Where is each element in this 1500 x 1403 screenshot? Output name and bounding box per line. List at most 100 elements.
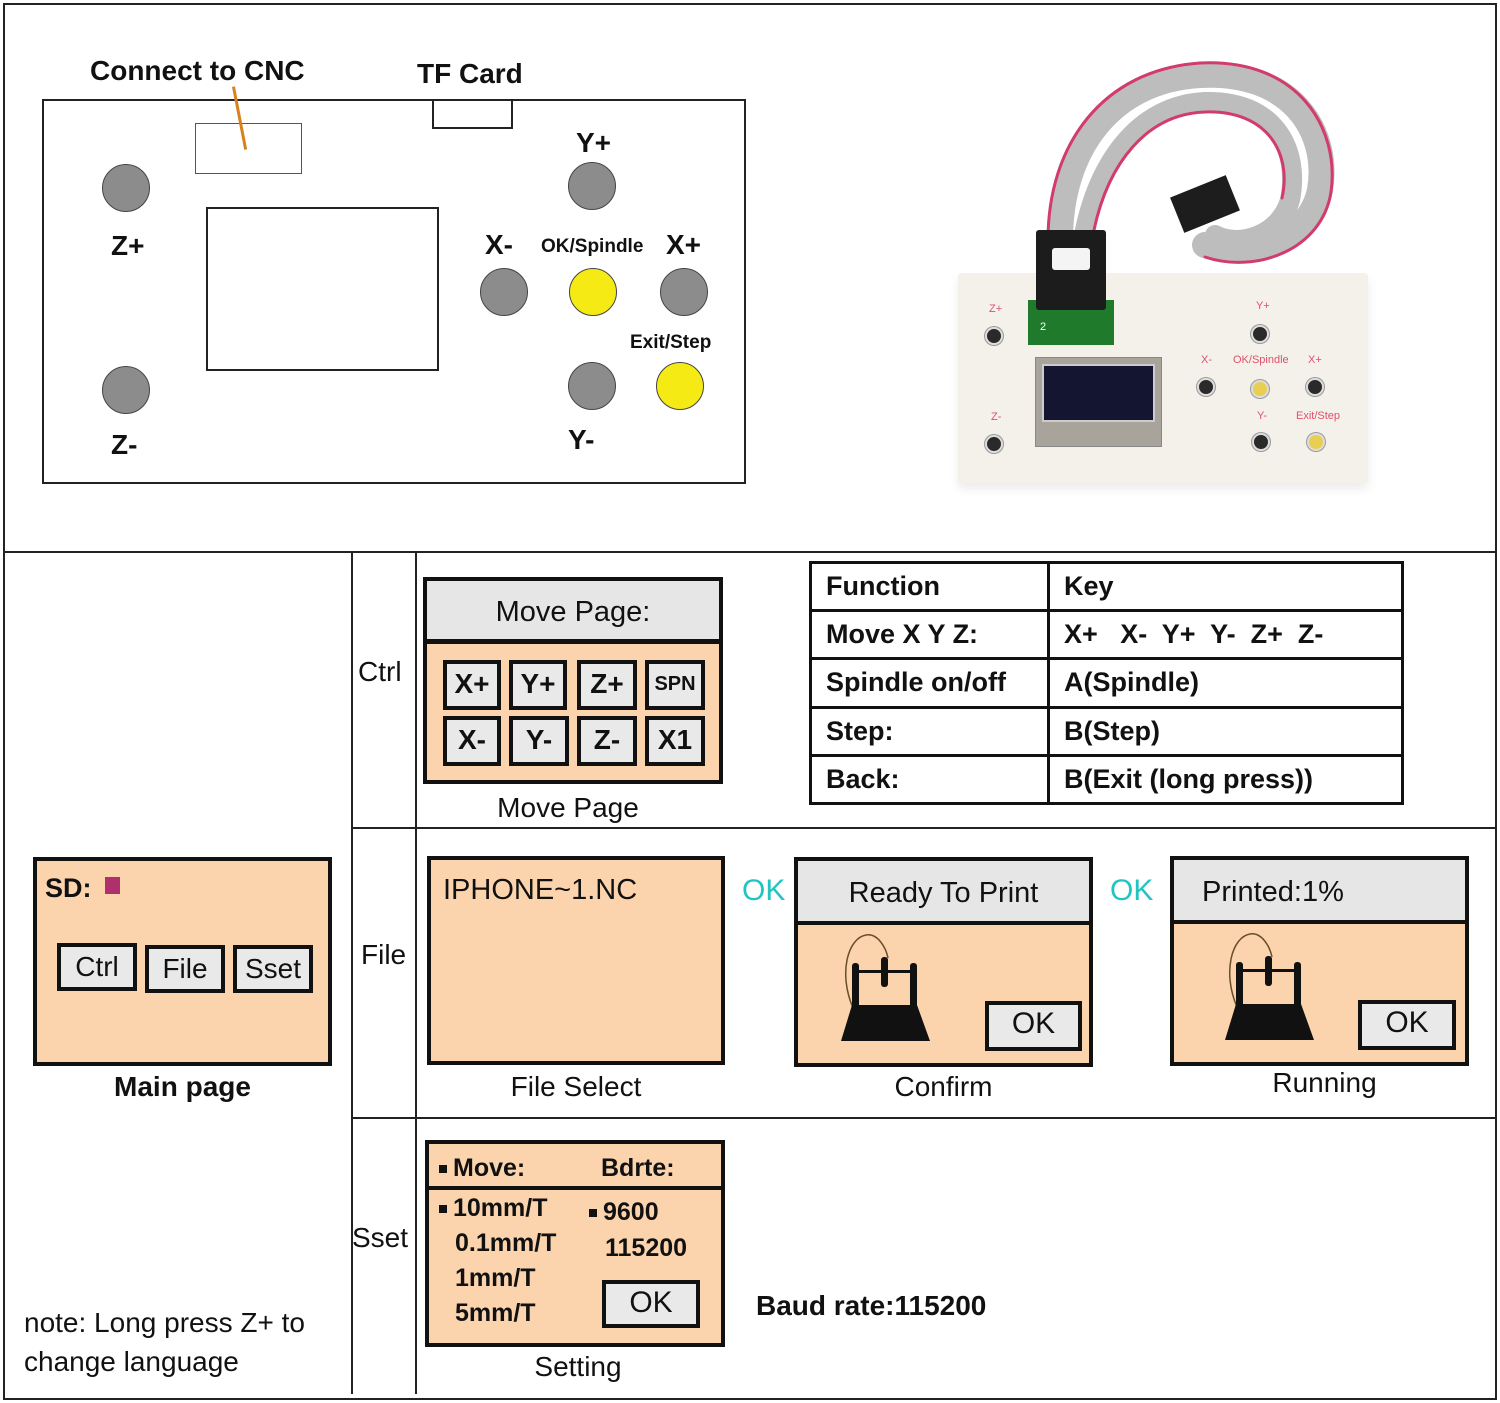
move-key-x-minus[interactable]: X-: [443, 716, 501, 766]
idc-connector: [1036, 230, 1106, 310]
move-key-z-minus[interactable]: Z-: [577, 716, 637, 766]
running-screen: Printed:1% OK: [1170, 856, 1469, 1066]
x-plus-label: X+: [666, 229, 702, 260]
main-file-button[interactable]: File: [145, 945, 225, 993]
section-divider: [3, 551, 1497, 553]
y-minus-button: [568, 362, 616, 410]
move-page-header-divider: [423, 640, 723, 644]
z-minus-button: [102, 366, 150, 414]
photo-z-minus-label: Z-: [991, 411, 1002, 423]
setting-caption: Setting: [534, 1351, 622, 1382]
main-sset-button[interactable]: Sset: [233, 945, 313, 993]
table-cell-function: Spindle on/off: [809, 657, 1050, 709]
sd-label: SD:: [45, 873, 92, 903]
ribbon-end-connector: [1170, 175, 1240, 233]
z-plus-button: [102, 164, 150, 212]
photo-z-minus-button: [985, 435, 1003, 453]
move-page-caption: Move Page: [497, 792, 639, 823]
photo-z-plus-label: Z+: [989, 303, 1003, 315]
baud-option-9600[interactable]: 9600: [589, 1198, 659, 1227]
table-row: Step: B(Step): [809, 705, 1404, 757]
ribbon-cable-image: [1046, 61, 1335, 264]
running-ok-button[interactable]: OK: [1358, 1000, 1456, 1050]
table-cell-function: Move X Y Z:: [809, 609, 1050, 661]
move-key-step-x1[interactable]: X1: [645, 716, 705, 766]
grid-line-left: [351, 553, 353, 1394]
move-option-5mm[interactable]: 5mm/T: [455, 1299, 536, 1327]
row-divider-file-sset: [351, 1117, 1497, 1119]
baud-option-115200[interactable]: 115200: [605, 1234, 688, 1262]
move-option-text: 10mm/T: [453, 1194, 548, 1222]
confirm-screen: Ready To Print OK: [794, 857, 1093, 1067]
photo-y-minus-label: Y-: [1257, 410, 1267, 422]
ok-spindle-label: OK/Spindle: [541, 236, 644, 257]
cnc-port: [195, 123, 302, 174]
x-plus-button: [660, 268, 708, 316]
y-minus-label: Y-: [568, 424, 595, 455]
z-plus-label: Z+: [111, 230, 145, 261]
move-key-spindle[interactable]: SPN: [645, 660, 705, 710]
confirm-header: Ready To Print: [798, 861, 1089, 925]
move-option-10mm[interactable]: 10mm/T: [439, 1194, 547, 1223]
selected-bullet-icon: [589, 1209, 597, 1218]
row-label-sset: Sset: [352, 1222, 409, 1253]
table-cell-key: B(Exit (long press)): [1047, 753, 1404, 806]
tf-card-slot: [432, 99, 513, 129]
table-row: Spindle on/off A(Spindle): [809, 657, 1404, 709]
function-key-table: Function Key Move X Y Z: X+ X- Y+ Y- Z+ …: [809, 560, 1404, 806]
note-line-2: change language: [24, 1346, 239, 1377]
flow-ok-label-2: OK: [1110, 874, 1154, 907]
running-progress-text: Printed:1%: [1174, 860, 1465, 924]
baud-option-text: 9600: [603, 1198, 659, 1226]
table-header-function: Function: [809, 560, 1050, 613]
setting-header-row: Move: Bdrte:: [429, 1144, 721, 1190]
x-minus-button: [480, 268, 528, 316]
z-minus-label: Z-: [111, 429, 138, 460]
move-page-header: Move Page:: [427, 581, 719, 643]
ok-spindle-button: [569, 268, 617, 316]
grid-line-right: [415, 553, 417, 1394]
move-page-screen: Move Page: X+ Y+ Z+ SPN X- Y- Z- X1: [423, 577, 723, 784]
table-cell-key: B(Step): [1047, 705, 1404, 757]
setting-ok-button[interactable]: OK: [602, 1280, 700, 1328]
y-plus-label: Y+: [576, 127, 612, 158]
setting-baud-header: Bdrte:: [601, 1154, 675, 1182]
table-cell-key: A(Spindle): [1047, 657, 1404, 709]
table-cell-function: Back:: [809, 753, 1050, 806]
confirm-caption: Confirm: [894, 1071, 993, 1102]
move-key-y-minus[interactable]: Y-: [509, 716, 569, 766]
table-cell-key: X+ X- Y+ Y- Z+ Z-: [1047, 609, 1404, 661]
sd-status-indicator: [105, 877, 120, 894]
main-page-caption: Main page: [114, 1071, 251, 1102]
move-option-0-1mm[interactable]: 0.1mm/T: [455, 1229, 557, 1257]
controller-board-outline: [42, 99, 746, 484]
move-key-x-plus[interactable]: X+: [443, 660, 501, 710]
move-option-1mm[interactable]: 1mm/T: [455, 1264, 536, 1292]
file-list-item[interactable]: IPHONE~1.NC: [443, 874, 638, 906]
setting-screen: Move: Bdrte: 10mm/T 0.1mm/T 1mm/T 5mm/T …: [425, 1140, 725, 1347]
setting-move-header: Move:: [439, 1154, 525, 1183]
main-ctrl-button[interactable]: Ctrl: [57, 943, 137, 991]
photo-y-plus-button: [1251, 325, 1269, 343]
move-key-y-plus[interactable]: Y+: [509, 660, 567, 710]
selected-bullet-icon: [439, 1205, 447, 1214]
cnc-machine-icon: [1225, 933, 1314, 1040]
photo-x-plus-button: [1306, 378, 1324, 396]
table-cell-function: Step:: [809, 705, 1050, 757]
photo-y-plus-label: Y+: [1256, 300, 1270, 312]
note-line-1: note: Long press Z+ to: [24, 1307, 305, 1338]
photo-exit-step-button: [1307, 433, 1325, 451]
flow-ok-label-1: OK: [742, 874, 786, 907]
photo-y-minus-button: [1252, 433, 1270, 451]
controller-photo-board: [958, 273, 1368, 483]
baud-rate-note: Baud rate:115200: [756, 1290, 987, 1321]
running-caption: Running: [1272, 1067, 1377, 1098]
file-select-caption: File Select: [510, 1071, 642, 1102]
main-page-screen: SD: Ctrl File Sset: [33, 857, 332, 1066]
file-select-screen: IPHONE~1.NC: [427, 856, 725, 1065]
confirm-ok-button[interactable]: OK: [985, 1001, 1082, 1051]
row-label-file: File: [361, 939, 407, 970]
cnc-machine-icon: [841, 934, 930, 1041]
move-key-z-plus[interactable]: Z+: [577, 660, 637, 710]
setting-move-header-text: Move:: [453, 1154, 526, 1182]
